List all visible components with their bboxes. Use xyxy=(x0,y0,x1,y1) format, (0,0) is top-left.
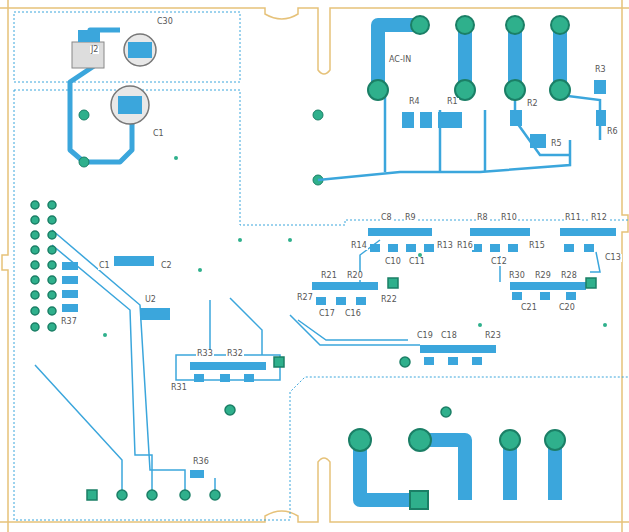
part-designator: R6 xyxy=(606,128,619,136)
part-designator: AC-IN xyxy=(388,56,412,64)
part-designator: R32 xyxy=(226,350,244,358)
part-designator: R22 xyxy=(380,296,398,304)
part-designator: R15 xyxy=(528,242,546,250)
part-designator: R20 xyxy=(346,272,364,280)
part-designator: R16 xyxy=(456,242,474,250)
part-designator: R30 xyxy=(508,272,526,280)
part-designator: R13 xyxy=(436,242,454,250)
part-designator: R27 xyxy=(296,294,314,302)
part-designator: C17 xyxy=(318,310,336,318)
part-designator: C12 xyxy=(490,258,508,266)
part-designator: C30 xyxy=(156,18,174,26)
part-designator: R23 xyxy=(484,332,502,340)
part-designator: R33 xyxy=(196,350,214,358)
part-designator: C18 xyxy=(440,332,458,340)
part-designator: R2 xyxy=(526,100,539,108)
part-designator: R31 xyxy=(170,384,188,392)
part-designator: R11 xyxy=(564,214,582,222)
part-designator: C1 xyxy=(152,130,165,138)
part-designator: C11 xyxy=(408,258,426,266)
part-designator: C16 xyxy=(344,310,362,318)
part-designator: R29 xyxy=(534,272,552,280)
part-designator: C13 xyxy=(604,254,622,262)
part-designator: R14 xyxy=(350,242,368,250)
part-designator: R36 xyxy=(192,458,210,466)
part-designator: C20 xyxy=(558,304,576,312)
part-designator: R12 xyxy=(590,214,608,222)
part-designator: J2 xyxy=(90,46,99,54)
part-designator: C2 xyxy=(160,262,173,270)
part-designator: R5 xyxy=(550,140,563,148)
part-designator: R1 xyxy=(446,98,459,106)
part-designator: U2 xyxy=(144,296,157,304)
part-designator: C19 xyxy=(416,332,434,340)
part-designator: C8 xyxy=(380,214,393,222)
part-designator: R10 xyxy=(500,214,518,222)
part-designator: R37 xyxy=(60,318,78,326)
part-designator: R28 xyxy=(560,272,578,280)
part-designator: R9 xyxy=(404,214,417,222)
part-designator: R8 xyxy=(476,214,489,222)
part-designator: C21 xyxy=(520,304,538,312)
part-designator: R3 xyxy=(594,66,607,74)
part-designator: C10 xyxy=(384,258,402,266)
part-designator: R4 xyxy=(408,98,421,106)
part-designator: R21 xyxy=(320,272,338,280)
part-designator: C1 xyxy=(98,262,111,270)
